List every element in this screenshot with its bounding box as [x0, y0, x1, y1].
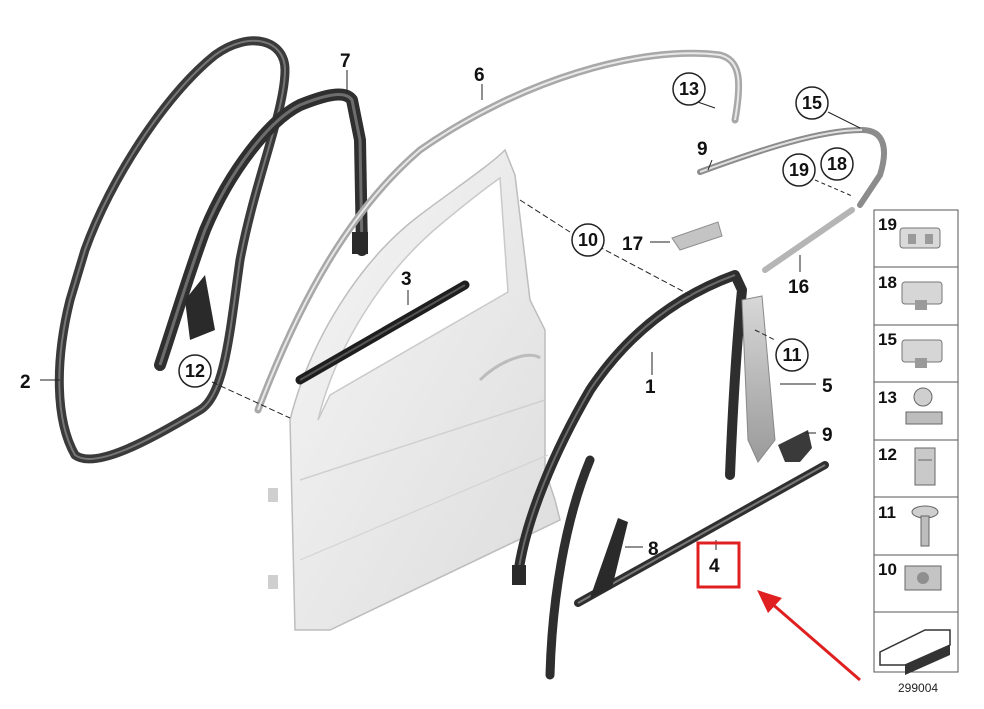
mirror-triangle-part-8 — [590, 518, 628, 598]
svg-text:10: 10 — [878, 560, 897, 579]
pillar-cover-part-5 — [741, 295, 776, 463]
highlight-box — [696, 541, 741, 589]
panel-row-19: 19 — [878, 215, 941, 249]
clip-18-icon — [901, 281, 943, 310]
svg-text:12: 12 — [878, 445, 897, 464]
svg-text:13: 13 — [679, 79, 699, 99]
roof-trim-part-6 — [254, 49, 743, 414]
callout-17: 17 — [622, 234, 643, 255]
panel-row-13: 13 — [878, 387, 943, 425]
circled-callout-13: 13 — [672, 72, 706, 106]
callout-4: 4 — [709, 556, 720, 577]
clip-15-icon — [901, 339, 943, 368]
circled-callout-18: 18 — [820, 147, 854, 181]
highlight-arrow-head — [757, 590, 782, 613]
circled-callout-15: 15 — [795, 86, 829, 120]
catalog-number: 299004 — [898, 681, 938, 695]
circled-callout-12: 12 — [178, 354, 212, 388]
cage-nut-icon — [904, 565, 942, 591]
svg-text:15: 15 — [878, 330, 897, 349]
callout-14: 9 — [697, 139, 708, 160]
expanding-nut-icon — [905, 387, 943, 425]
clip-19-icon — [899, 227, 941, 249]
svg-text:15: 15 — [802, 93, 822, 113]
fastener-panel: 19 18 15 13 12 11 10 — [873, 209, 959, 675]
svg-text:19: 19 — [878, 215, 897, 234]
highlight-annotation — [696, 541, 861, 682]
callouts: 2 7 6 3 1 9 17 16 5 9 8 4 — [20, 51, 833, 577]
callout-3: 3 — [401, 269, 412, 290]
callout-6: 6 — [474, 65, 485, 86]
callout-7: 7 — [340, 51, 351, 72]
svg-text:11: 11 — [782, 345, 801, 365]
window-shaft-strip-part-3 — [295, 280, 470, 385]
svg-text:18: 18 — [827, 154, 847, 174]
pillar-seal-part-1 — [512, 270, 747, 680]
door-shell — [268, 148, 561, 631]
trim-strip-part-14 — [697, 126, 887, 208]
screw-icon — [911, 505, 939, 547]
callout-5: 5 — [822, 376, 833, 397]
svg-text:18: 18 — [878, 273, 897, 292]
trim-strip-part-16 — [762, 207, 855, 273]
callout-16: 16 — [788, 277, 809, 298]
door-seal-part-2 — [54, 36, 290, 464]
circled-callout-10: 10 — [571, 223, 605, 257]
callout-1: 1 — [645, 377, 656, 398]
beltline-strip-part-4 — [574, 461, 829, 607]
panel-row-10: 10 — [878, 560, 942, 591]
window-channel-seal-part-7 — [154, 88, 368, 371]
spring-nut-icon — [914, 447, 936, 486]
svg-text:12: 12 — [185, 361, 205, 381]
clip-part-17 — [671, 221, 723, 251]
panel-row-11: 11 — [878, 503, 939, 547]
svg-text:10: 10 — [578, 230, 598, 250]
svg-text:11: 11 — [878, 503, 896, 522]
callout-8: 8 — [648, 539, 659, 560]
callout-2: 2 — [20, 372, 31, 393]
bracket-part-9 — [778, 430, 812, 462]
circled-callouts: 13 15 19 18 10 11 12 — [178, 72, 854, 388]
panel-row-12: 12 — [878, 445, 936, 486]
leader-lines — [40, 70, 861, 550]
svg-text:13: 13 — [878, 388, 897, 407]
callout-9: 9 — [822, 425, 833, 446]
panel-row-15: 15 — [878, 330, 943, 368]
circled-callout-11: 11 — [775, 338, 809, 372]
highlight-arrow-shaft — [769, 600, 861, 682]
circled-callout-19: 19 — [782, 153, 816, 187]
panel-row-18: 18 — [878, 273, 943, 310]
svg-text:19: 19 — [789, 160, 809, 180]
direction-arrow-icon — [879, 629, 951, 675]
